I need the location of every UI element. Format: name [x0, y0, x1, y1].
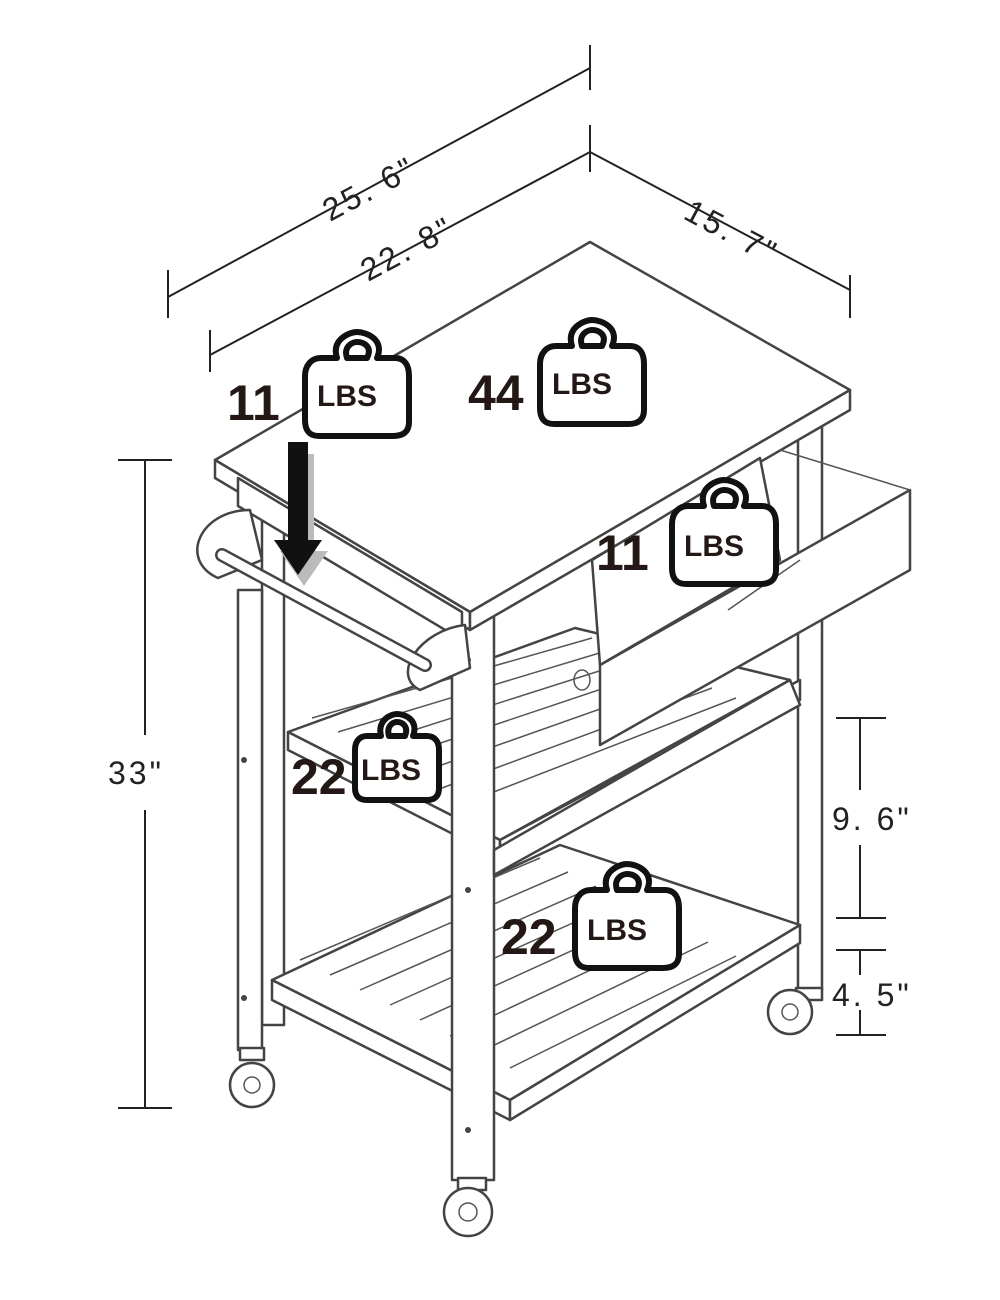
load-badge-bottom-shelf: LBS 22: [501, 861, 682, 971]
load-badge-drawer: LBS 11: [596, 477, 779, 587]
depth-label: 15. 7": [679, 192, 785, 271]
bottom-shelf: [270, 843, 802, 1122]
weight-icon: [352, 711, 442, 803]
front-right-leg: [450, 613, 496, 1182]
bolt: [465, 1127, 471, 1133]
load-unit: LBS: [317, 380, 377, 413]
down-arrow-icon: [274, 442, 328, 586]
height-label: 33": [108, 755, 164, 791]
load-unit: LBS: [587, 914, 647, 947]
bolt: [241, 995, 247, 1001]
weight-icon: [669, 477, 779, 587]
bolt: [465, 887, 471, 893]
overall-width-label: 25. 6": [316, 149, 422, 228]
shelf-gap-label: 9. 6": [832, 801, 912, 837]
towel-bar: [196, 508, 472, 692]
caster-back-right: [766, 986, 824, 1036]
weight-icon: [302, 329, 412, 439]
caster-front-right: [442, 1176, 494, 1238]
countertop: [213, 240, 852, 642]
load-value: 22: [501, 909, 557, 965]
caster-wheels: [228, 986, 824, 1238]
bolt: [241, 757, 247, 763]
front-left-leg: [236, 588, 264, 1052]
caster-front-left: [228, 1046, 276, 1109]
load-unit: LBS: [361, 754, 421, 787]
load-badge-top-surface: LBS 44: [468, 317, 647, 427]
bottom-clearance-label: 4. 5": [832, 977, 912, 1013]
load-value: 11: [596, 525, 649, 581]
dimension-lines: [118, 45, 886, 1109]
back-right-leg: [796, 418, 824, 992]
drawer-knob: [573, 669, 591, 691]
weight-icon: [537, 317, 647, 427]
load-value: 11: [227, 375, 280, 431]
load-badge-middle-shelf: LBS 22: [291, 711, 442, 805]
load-unit: LBS: [552, 368, 612, 401]
cross-brace: [492, 678, 802, 877]
top-width-label: 22. 8": [354, 209, 460, 288]
load-value: 22: [291, 749, 347, 805]
load-value: 44: [468, 365, 524, 421]
weight-icon: [572, 861, 682, 971]
load-badge-towel-bar: LBS 11: [227, 329, 412, 439]
load-unit: LBS: [684, 530, 744, 563]
